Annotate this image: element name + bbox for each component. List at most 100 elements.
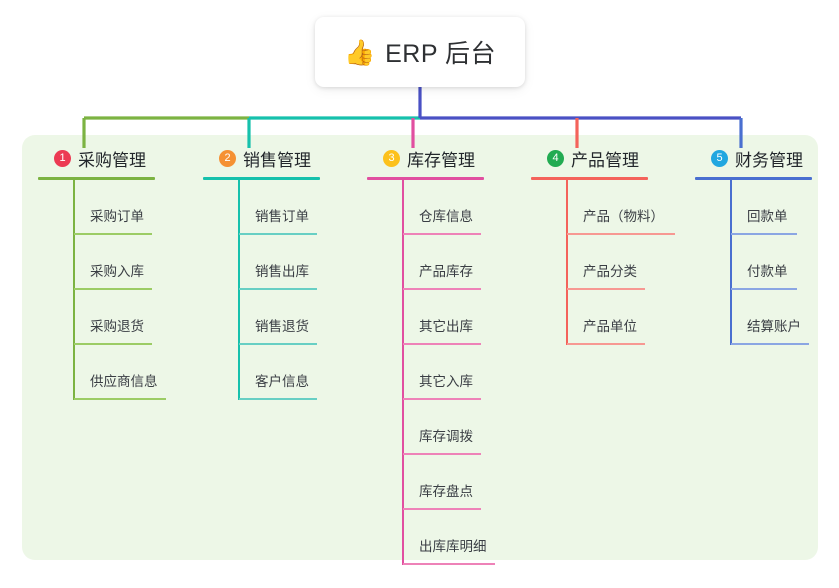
branch-spine — [73, 180, 75, 400]
branch-item-label: 采购订单 — [90, 209, 144, 224]
branch-header-rule — [695, 177, 812, 180]
branch-item-rule — [403, 453, 481, 455]
branch-item-label: 供应商信息 — [90, 374, 158, 389]
branch-header[interactable]: 3 库存管理 — [367, 145, 484, 171]
branch-title: 财务管理 — [735, 150, 803, 170]
root-node[interactable]: 👍 ERP 后台 — [315, 17, 525, 87]
branch-item[interactable]: 其它入库 — [367, 345, 484, 400]
branch-item-rule — [567, 343, 645, 345]
branch-item[interactable]: 产品（物料） — [531, 180, 675, 235]
branch-spine — [402, 180, 404, 565]
branch-item[interactable]: 库存调拨 — [367, 400, 484, 455]
branch-header-rule — [531, 177, 648, 180]
branch-number-badge: 4 — [547, 149, 564, 167]
branch-item-rule — [239, 233, 317, 235]
branch-spine — [566, 180, 568, 345]
branches-panel — [22, 135, 818, 560]
branch-header[interactable]: 2 销售管理 — [203, 145, 320, 171]
branch-item-rule — [239, 398, 317, 400]
branch-item-label: 其它入库 — [419, 374, 473, 389]
branch-item[interactable]: 采购订单 — [38, 180, 155, 235]
branch-item-label: 销售出库 — [255, 264, 309, 279]
branch-item-rule — [403, 343, 481, 345]
branch-item-label: 付款单 — [747, 264, 788, 279]
branch-item-label: 出库库明细 — [419, 539, 487, 554]
branch-item-list: 回款单付款单结算账户 — [695, 180, 812, 345]
branch-item[interactable]: 其它出库 — [367, 290, 484, 345]
branch-item-label: 客户信息 — [255, 374, 309, 389]
branch-header-rule — [367, 177, 484, 180]
branch-spine — [238, 180, 240, 400]
branch-item[interactable]: 供应商信息 — [38, 345, 166, 400]
branch-title: 产品管理 — [571, 150, 639, 170]
thumbs-up-icon: 👍 — [343, 37, 376, 67]
branch-item-label: 库存盘点 — [419, 484, 473, 499]
branch-item[interactable]: 客户信息 — [203, 345, 320, 400]
branch-item[interactable]: 产品分类 — [531, 235, 648, 290]
branch-column-5: 5 财务管理回款单付款单结算账户 — [695, 145, 812, 345]
branch-item[interactable]: 库存盘点 — [367, 455, 484, 510]
branch-title: 库存管理 — [407, 150, 475, 170]
branch-item[interactable]: 付款单 — [695, 235, 812, 290]
branch-item[interactable]: 销售订单 — [203, 180, 320, 235]
branch-number-badge: 2 — [219, 149, 236, 167]
branch-item-list: 销售订单销售出库销售退货客户信息 — [203, 180, 320, 400]
branch-item-rule — [403, 563, 495, 565]
branch-header-rule — [38, 177, 155, 180]
branch-header[interactable]: 1 采购管理 — [38, 145, 155, 171]
branch-item-rule — [74, 398, 166, 400]
branch-item[interactable]: 出库库明细 — [367, 510, 495, 565]
branch-item-rule — [74, 343, 152, 345]
branch-item-label: 产品单位 — [583, 319, 637, 334]
branch-item[interactable]: 结算账户 — [695, 290, 812, 345]
branch-item-label: 库存调拨 — [419, 429, 473, 444]
branch-item-list: 仓库信息产品库存其它出库其它入库库存调拨库存盘点出库库明细 — [367, 180, 495, 565]
branch-number-badge: 3 — [383, 149, 400, 167]
branch-item-rule — [403, 508, 481, 510]
branch-item[interactable]: 产品单位 — [531, 290, 648, 345]
branch-item-label: 销售订单 — [255, 209, 309, 224]
branch-number-badge: 5 — [711, 149, 728, 167]
branch-item[interactable]: 产品库存 — [367, 235, 484, 290]
branch-item-rule — [239, 288, 317, 290]
branch-item-label: 仓库信息 — [419, 209, 473, 224]
branch-column-2: 2 销售管理销售订单销售出库销售退货客户信息 — [203, 145, 320, 400]
branch-item-rule — [74, 288, 152, 290]
branch-spine — [730, 180, 732, 345]
branch-item-rule — [567, 288, 645, 290]
branch-item[interactable]: 仓库信息 — [367, 180, 484, 235]
branch-item-label: 结算账户 — [747, 319, 801, 334]
branch-item-label: 其它出库 — [419, 319, 473, 334]
branch-item-rule — [239, 343, 317, 345]
branch-item-rule — [567, 233, 675, 235]
branch-item-rule — [731, 288, 797, 290]
branch-column-3: 3 库存管理仓库信息产品库存其它出库其它入库库存调拨库存盘点出库库明细 — [367, 145, 495, 565]
branch-item-label: 采购入库 — [90, 264, 144, 279]
branch-title: 销售管理 — [243, 150, 311, 170]
branch-item-rule — [731, 233, 797, 235]
branch-item-label: 采购退货 — [90, 319, 144, 334]
branch-column-4: 4 产品管理产品（物料） 产品分类产品单位 — [531, 145, 675, 345]
branch-item-label: 产品库存 — [419, 264, 473, 279]
branch-item[interactable]: 销售出库 — [203, 235, 320, 290]
branch-item-list: 采购订单采购入库采购退货供应商信息 — [38, 180, 166, 400]
branch-header[interactable]: 4 产品管理 — [531, 145, 648, 171]
branch-column-1: 1 采购管理采购订单采购入库采购退货供应商信息 — [38, 145, 166, 400]
branch-item[interactable]: 采购入库 — [38, 235, 155, 290]
branch-item-list: 产品（物料） 产品分类产品单位 — [531, 180, 675, 345]
branch-item-rule — [74, 233, 152, 235]
branch-item-rule — [403, 233, 481, 235]
branch-item-rule — [403, 288, 481, 290]
branch-item[interactable]: 销售退货 — [203, 290, 320, 345]
branch-item-label: 回款单 — [747, 209, 788, 224]
branch-number-badge: 1 — [54, 149, 71, 167]
branch-item-label: 销售退货 — [255, 319, 309, 334]
root-title: ERP 后台 — [385, 40, 497, 68]
branch-item-label: 产品（物料） — [583, 209, 664, 224]
branch-title: 采购管理 — [78, 150, 146, 170]
branch-header[interactable]: 5 财务管理 — [695, 145, 812, 171]
branch-item[interactable]: 回款单 — [695, 180, 812, 235]
branch-header-rule — [203, 177, 320, 180]
branch-item[interactable]: 采购退货 — [38, 290, 155, 345]
